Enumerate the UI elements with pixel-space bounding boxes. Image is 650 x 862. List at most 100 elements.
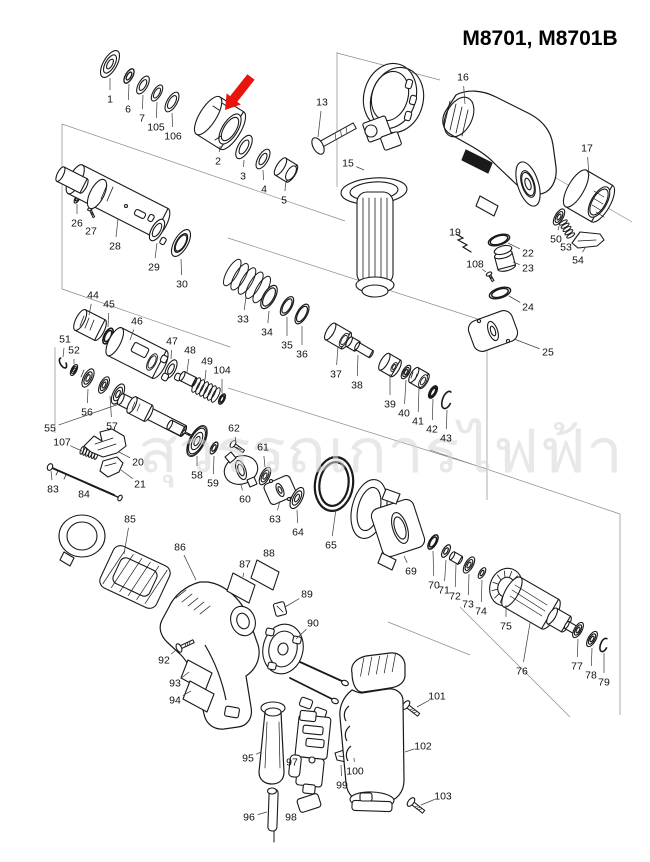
part-69-drawing	[350, 479, 426, 571]
part-94-drawing	[182, 680, 215, 713]
part-label-73: 73	[462, 599, 474, 611]
part-52-drawing	[69, 363, 79, 377]
part-39-drawing	[378, 352, 402, 378]
part-label-19: 19	[449, 227, 461, 239]
part-label-92: 92	[158, 655, 170, 667]
part-label-7: 7	[139, 113, 145, 125]
watermark-text: สุวรรณการไฟฟ้า	[138, 417, 623, 488]
part-label-55: 55	[44, 423, 56, 435]
part-86-drawing	[159, 581, 260, 730]
page-title: M8701, M8701B	[462, 27, 617, 50]
part-106-drawing	[164, 91, 180, 113]
part-6-drawing	[123, 68, 135, 84]
part-101-drawing	[401, 700, 421, 717]
part-47-drawing	[159, 354, 183, 382]
part-label-26: 26	[71, 218, 83, 230]
part-95-drawing	[258, 701, 286, 785]
part-30-drawing	[170, 229, 192, 257]
part-53-drawing	[558, 219, 576, 239]
part-44-drawing	[73, 309, 107, 341]
part-label-30: 30	[176, 279, 188, 291]
part-74-drawing	[477, 567, 487, 579]
part-label-52: 52	[68, 345, 80, 357]
part-label-34: 34	[261, 327, 273, 339]
part-33-drawing	[223, 258, 271, 304]
part-72-drawing	[448, 551, 464, 565]
part-2-drawing	[193, 95, 247, 151]
part-61-drawing	[258, 466, 272, 486]
part-label-95: 95	[242, 753, 254, 765]
part-labels: 1671051062345131516171922231082425505354…	[44, 72, 610, 824]
part-label-85: 85	[124, 514, 136, 526]
part-label-53: 53	[560, 242, 572, 254]
part-17-drawing	[562, 169, 616, 223]
part-46-drawing	[105, 327, 169, 379]
part-label-84: 84	[78, 489, 90, 501]
part-36-drawing	[294, 303, 310, 325]
part-label-101: 101	[428, 691, 446, 703]
part-85-drawing	[58, 514, 171, 609]
part-21-drawing	[99, 456, 124, 478]
part-49-drawing	[191, 377, 221, 403]
part-drawings	[46, 50, 616, 843]
part-89-drawing	[272, 601, 288, 617]
part-label-105: 105	[147, 122, 165, 134]
part-56-drawing	[80, 368, 95, 388]
part-57-drawing	[97, 376, 126, 405]
part-label-100: 100	[346, 766, 364, 778]
part-label-58: 58	[191, 470, 203, 482]
part-73-drawing	[462, 556, 476, 574]
part-5-drawing	[273, 157, 299, 183]
part-97-drawing	[288, 709, 332, 795]
part-78-drawing	[586, 630, 598, 648]
part-label-38: 38	[351, 380, 363, 392]
part-label-62: 62	[228, 423, 240, 435]
part-64-drawing	[289, 486, 305, 510]
part-label-98: 98	[285, 812, 297, 824]
part-label-29: 29	[148, 262, 160, 274]
part-label-64: 64	[292, 527, 304, 539]
part-25-drawing	[467, 310, 519, 352]
part-label-106: 106	[164, 131, 182, 143]
part-label-57: 57	[106, 421, 118, 433]
part-58-drawing	[186, 425, 208, 457]
part-label-6: 6	[125, 104, 131, 116]
part-98-drawing	[296, 793, 322, 813]
part-label-36: 36	[296, 349, 308, 361]
part-96-drawing	[266, 787, 279, 843]
part-70-drawing	[427, 534, 439, 550]
part-22-drawing	[487, 233, 511, 247]
part-label-23: 23	[522, 263, 534, 275]
part-65-drawing	[313, 456, 355, 512]
part-label-20: 20	[132, 457, 144, 469]
part-label-76: 76	[516, 666, 528, 678]
part-label-39: 39	[384, 399, 396, 411]
part-40-drawing	[400, 364, 412, 380]
part-29-drawing	[147, 213, 167, 246]
part-13-drawing	[311, 122, 357, 155]
part-24-drawing	[488, 286, 512, 300]
part-79-drawing	[599, 637, 609, 653]
part-label-87: 87	[239, 559, 251, 571]
part-label-49: 49	[201, 356, 213, 368]
part-43-drawing	[440, 390, 452, 410]
part-label-15: 15	[342, 158, 354, 170]
part-label-65: 65	[325, 540, 337, 552]
part-label-63: 63	[269, 514, 281, 526]
part-label-90: 90	[307, 618, 319, 630]
part-label-45: 45	[103, 299, 115, 311]
part-label-1: 1	[107, 94, 113, 106]
part-label-86: 86	[174, 542, 186, 554]
part-label-78: 78	[585, 670, 597, 682]
part-label-99: 99	[336, 780, 348, 792]
part-label-83: 83	[47, 484, 59, 496]
part-label-13: 13	[316, 97, 328, 109]
part-90-drawing	[262, 623, 349, 720]
part-label-94: 94	[169, 695, 181, 707]
part-92-drawing	[175, 639, 195, 653]
part-label-27: 27	[85, 226, 97, 238]
part-label-41: 41	[412, 416, 424, 428]
part-label-22: 22	[522, 248, 534, 260]
part-label-108: 108	[466, 259, 484, 271]
part-label-33: 33	[237, 314, 249, 326]
